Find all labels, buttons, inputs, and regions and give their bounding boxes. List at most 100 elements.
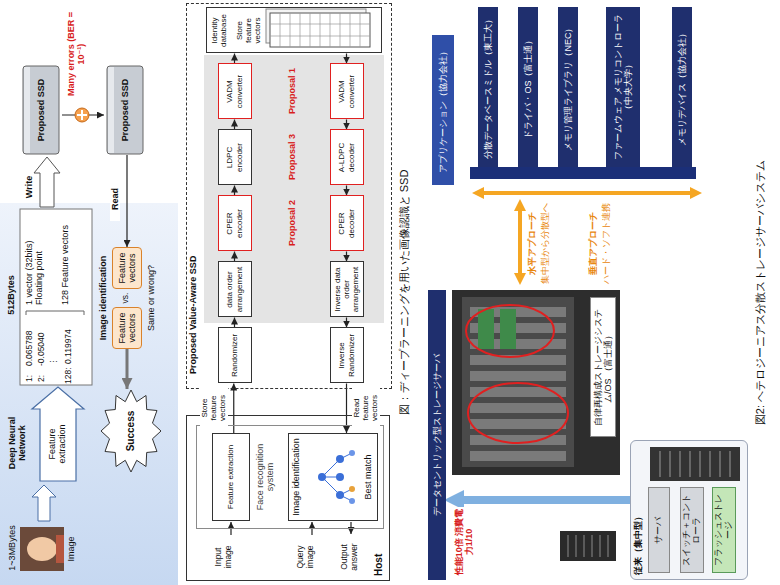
- match-tree-icon: [322, 453, 352, 501]
- text-label: Feature extraction: [47, 409, 68, 479]
- text-label: 0.065788: [25, 316, 35, 366]
- match-tree-icon: [349, 486, 355, 492]
- text-label: Same or wrong?: [146, 237, 156, 359]
- connector-arrow: [456, 496, 630, 504]
- connector-label: Read: [110, 177, 120, 221]
- node-text: Randomizer: [230, 334, 239, 377]
- match-tree-icon: [349, 450, 355, 456]
- node-text: サーバ: [654, 517, 664, 544]
- node-text: A-LDPC decoder: [337, 133, 355, 183]
- text-label: vs.: [121, 289, 131, 307]
- conventional-rack: [660, 451, 730, 477]
- text-label: Query image: [296, 537, 316, 577]
- process-box: data order arrangement: [218, 262, 252, 318]
- text-label: 128:: [64, 364, 74, 384]
- ssd-group: Proposed Value-Aware SSD Randomizer data o…: [186, 3, 392, 389]
- server-photo: [470, 451, 566, 461]
- server-photo: [468, 383, 568, 443]
- match-tree-icon: [349, 498, 355, 504]
- switch-box: スイッチ＋コントローラ: [680, 487, 704, 573]
- text-label: Write: [24, 165, 34, 209]
- connector-label: 性能10倍 消費電力1/10: [454, 507, 475, 577]
- layer-bar: ファームウェア メモリコントローラ（中央大学）: [606, 7, 640, 167]
- error-add-symbol: [75, 108, 89, 122]
- server-photo: [478, 309, 494, 349]
- server-photo: [500, 309, 516, 349]
- text-label: ⋮: [49, 346, 59, 366]
- layer-spine: [470, 167, 696, 179]
- text-label: 512Bytes: [6, 255, 16, 335]
- layer-bar: ドライバ・OS（富士通）: [518, 7, 538, 167]
- connector-arrow: [346, 54, 347, 64]
- node-text: 従来（集中型）: [633, 475, 643, 575]
- node-text: ファームウェア メモリコントローラ（中央大学）: [613, 9, 634, 165]
- text-label: 2:: [37, 366, 47, 382]
- text-label: Deep Neural Network: [7, 401, 28, 485]
- proposal-box: VADM converter: [330, 64, 364, 120]
- text-label: 1:: [25, 366, 35, 382]
- match-tree-icon: [336, 491, 344, 499]
- connector-arrow: [126, 155, 127, 247]
- node-text: ドライバ・OS（富士通）: [523, 36, 533, 139]
- conventional-panel-ground: [630, 440, 748, 580]
- text-label: Proposal 2: [287, 195, 297, 251]
- face-photo: [56, 535, 64, 563]
- ssd-drive: Proposed SSD: [22, 65, 60, 155]
- server-photo: [462, 297, 574, 467]
- write-arrow: [34, 157, 60, 207]
- node-text: フラッシュストレージ: [714, 490, 734, 570]
- error-add-symbol: [75, 108, 89, 122]
- server-photo: [466, 305, 554, 357]
- node-text: CPER encoder: [225, 199, 243, 249]
- conventional-rack: [650, 447, 740, 481]
- connector-arrow: [234, 120, 235, 130]
- connector-arrow: [346, 186, 347, 196]
- connector-arrow: [234, 54, 235, 64]
- node-text: Proposed Value-Aware SSD: [188, 124, 198, 374]
- conventional-rack-icon: [568, 535, 608, 557]
- hollow-arrow: [32, 485, 56, 521]
- layer-spine: [470, 167, 696, 179]
- layer-bar: アプリケーション（協力会社）: [432, 35, 454, 185]
- bracket: [26, 311, 84, 315]
- error-add-symbol: [77, 110, 87, 120]
- node-text: Inverse Randomizer: [337, 331, 355, 381]
- background-panel: [0, 203, 178, 585]
- node-text: Proposed SSD: [36, 79, 46, 142]
- node-text: VADM converter: [225, 67, 243, 117]
- server-photo: [452, 290, 620, 475]
- text-label: 128 Feature vectors: [60, 211, 70, 305]
- proposal-box: CPER encoder: [218, 196, 252, 252]
- drive-body: [23, 66, 59, 154]
- system-group: Face recognition systemFeature extractio…: [196, 425, 384, 529]
- vertical-approach-arrow: [478, 193, 696, 194]
- server-photo: [470, 419, 566, 429]
- match-tree-icon: [336, 455, 344, 463]
- process-box: Randomizer: [218, 328, 252, 384]
- process-box: Feature extraction: [212, 433, 250, 521]
- vector-box: Feature vectors: [112, 307, 142, 349]
- node-text: Feature extraction: [226, 445, 235, 509]
- figure-caption: 図2: ヘテロジーニアス分散ストレージサーバシステム: [754, 30, 767, 555]
- server-photo: [470, 387, 566, 397]
- process-box: Image identificationBest match: [288, 433, 378, 521]
- text-label: 1~3MBytes: [7, 517, 17, 579]
- title-band: データセントリック型ストレージサーバ: [428, 290, 446, 580]
- write-arrow: [34, 157, 60, 207]
- node-text: Store feature vectors: [235, 10, 263, 52]
- drive-highlight: [108, 67, 114, 153]
- match-tree-icon: [318, 473, 326, 481]
- drive-body: [107, 66, 143, 154]
- node-text: Image identification: [291, 436, 301, 518]
- process-box: Inverse Randomizer: [330, 328, 364, 384]
- node-text: スイッチ＋コントローラ: [682, 490, 702, 570]
- conventional-panel: 従来（集中型） サーバ スイッチ＋コントローラフラッシュストレージ: [630, 440, 748, 580]
- text-label: 1 vector (32bits) Floating point: [24, 211, 45, 305]
- database-grid-icon: [270, 13, 370, 47]
- text-label: -0.05040: [37, 316, 47, 366]
- text-label: 0.119974: [64, 314, 74, 364]
- node-text: データセントリック型ストレージサーバ: [432, 354, 442, 516]
- photo-caption-box: 自律再構成ストレージシステム/OS （富士通）: [590, 297, 616, 437]
- drive-highlight: [24, 67, 30, 153]
